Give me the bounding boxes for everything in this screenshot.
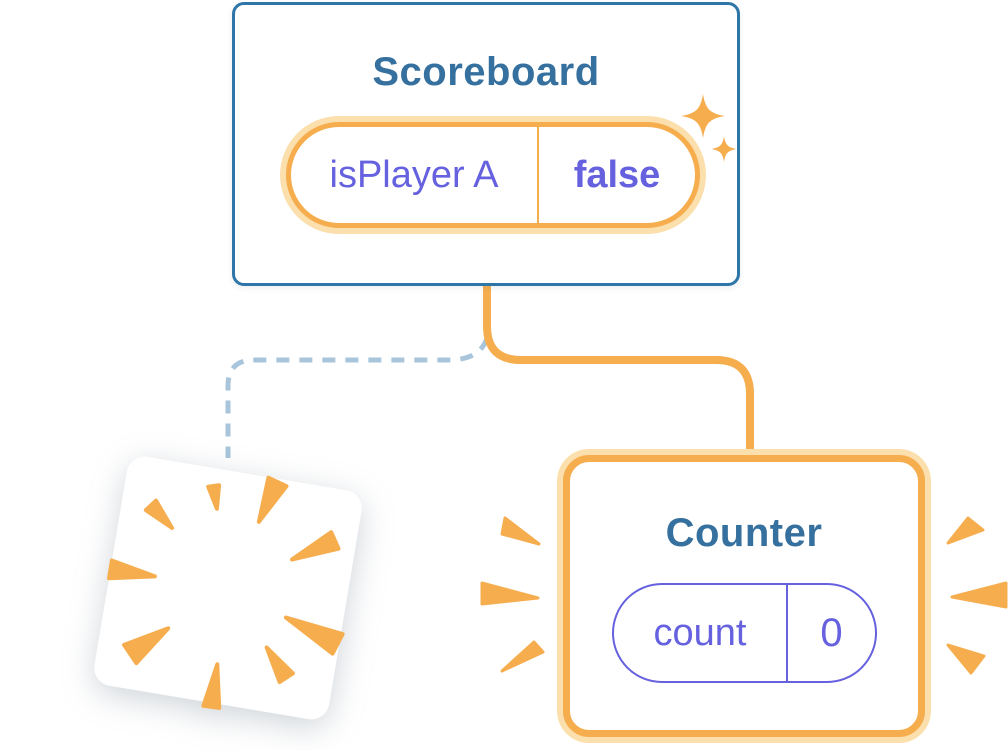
scoreboard-card: Scoreboard isPlayer A false bbox=[232, 2, 740, 286]
counter-card: Counter count 0 bbox=[563, 455, 925, 737]
explosion-burst-icon bbox=[107, 475, 345, 710]
spark-wedge bbox=[946, 643, 986, 675]
scoreboard-state-pill: isPlayer A false bbox=[286, 122, 700, 228]
emphasis-sparks-left-icon bbox=[480, 516, 545, 673]
emphasis-sparks-right-icon bbox=[946, 516, 1008, 675]
sparkles-icon bbox=[681, 94, 737, 162]
state-name-label: isPlayer A bbox=[329, 153, 499, 196]
scoreboard-title: Scoreboard bbox=[372, 50, 600, 94]
spark-wedge bbox=[950, 581, 1008, 609]
sparkle-star-small bbox=[711, 136, 737, 162]
connector-created-solid bbox=[483, 280, 754, 460]
pill-divider bbox=[786, 585, 788, 681]
state-value-label: false bbox=[573, 153, 661, 196]
counter-state-pill: count 0 bbox=[612, 583, 877, 683]
state-name-label: count bbox=[653, 611, 747, 654]
state-value-label: 0 bbox=[820, 610, 843, 655]
spark-wedge bbox=[480, 581, 540, 606]
pill-divider bbox=[537, 127, 539, 223]
sparkle-star-large bbox=[681, 94, 725, 138]
spark-wedge bbox=[500, 640, 545, 673]
spark-wedge bbox=[946, 516, 985, 545]
connector-destroyed-dashed bbox=[225, 337, 490, 458]
spark-wedge bbox=[500, 516, 541, 546]
counter-title: Counter bbox=[665, 511, 823, 555]
